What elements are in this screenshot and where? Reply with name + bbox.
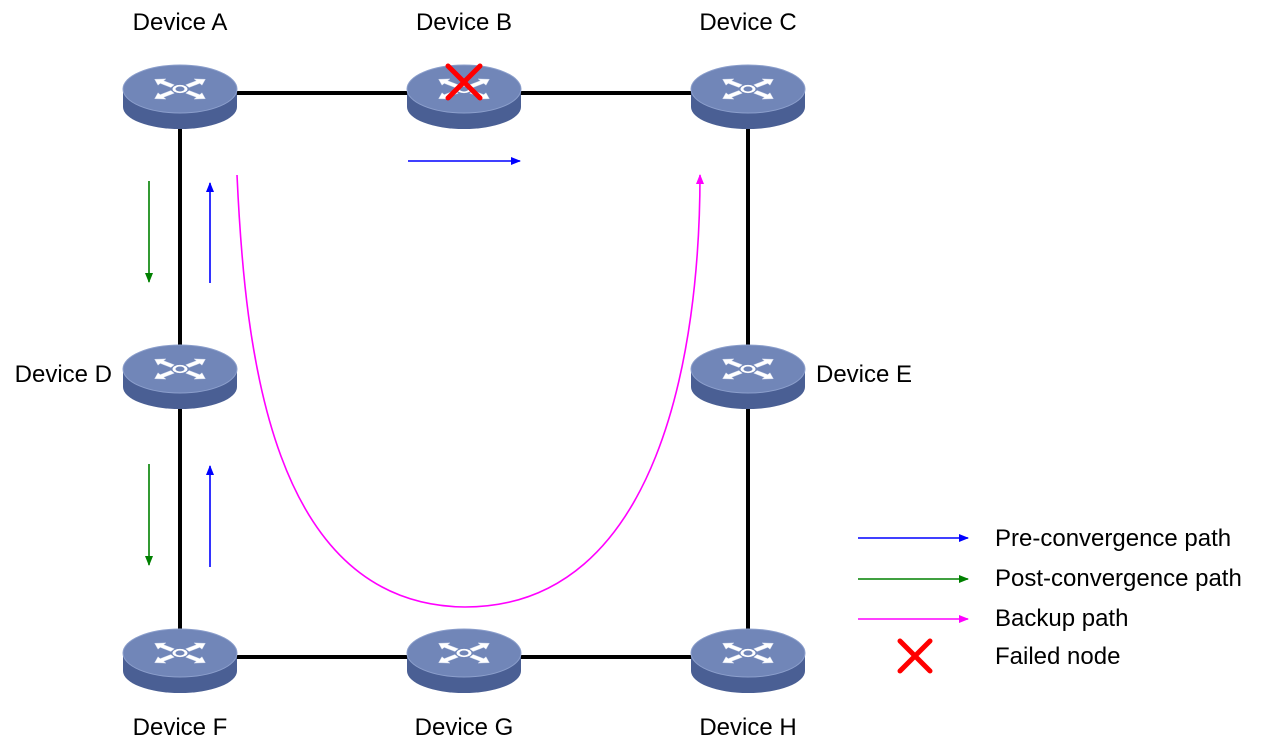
switch-icon — [406, 64, 522, 129]
device-label-d: Device D — [14, 361, 112, 388]
device-label-c: Device C — [699, 9, 797, 36]
links — [178, 91, 750, 659]
device-label-f: Device F — [132, 714, 228, 741]
x-mark-icon — [445, 63, 483, 101]
legend-post-label: Post-convergence path — [995, 565, 1242, 592]
legend-pre-label: Pre-convergence path — [995, 525, 1232, 552]
device-label-g: Device G — [414, 714, 514, 741]
devices — [122, 63, 806, 693]
switch-icon — [690, 344, 806, 409]
switch-icon — [122, 628, 238, 693]
legend — [858, 534, 969, 674]
switch-icon — [690, 64, 806, 129]
legend-backup-label: Backup path — [995, 605, 1129, 632]
traffic-paths — [145, 157, 704, 608]
switch-icon — [122, 64, 238, 129]
switch-icon — [690, 628, 806, 693]
device-label-e: Device E — [816, 361, 913, 388]
device-label-a: Device A — [132, 9, 228, 36]
switch-icon — [406, 628, 522, 693]
device-label-h: Device H — [699, 714, 797, 741]
backup-path-curve — [236, 174, 704, 608]
legend-failed-label: Failed node — [995, 643, 1121, 670]
device-label-b: Device B — [415, 9, 513, 36]
switch-icon — [122, 344, 238, 409]
x-mark-icon — [897, 638, 933, 674]
